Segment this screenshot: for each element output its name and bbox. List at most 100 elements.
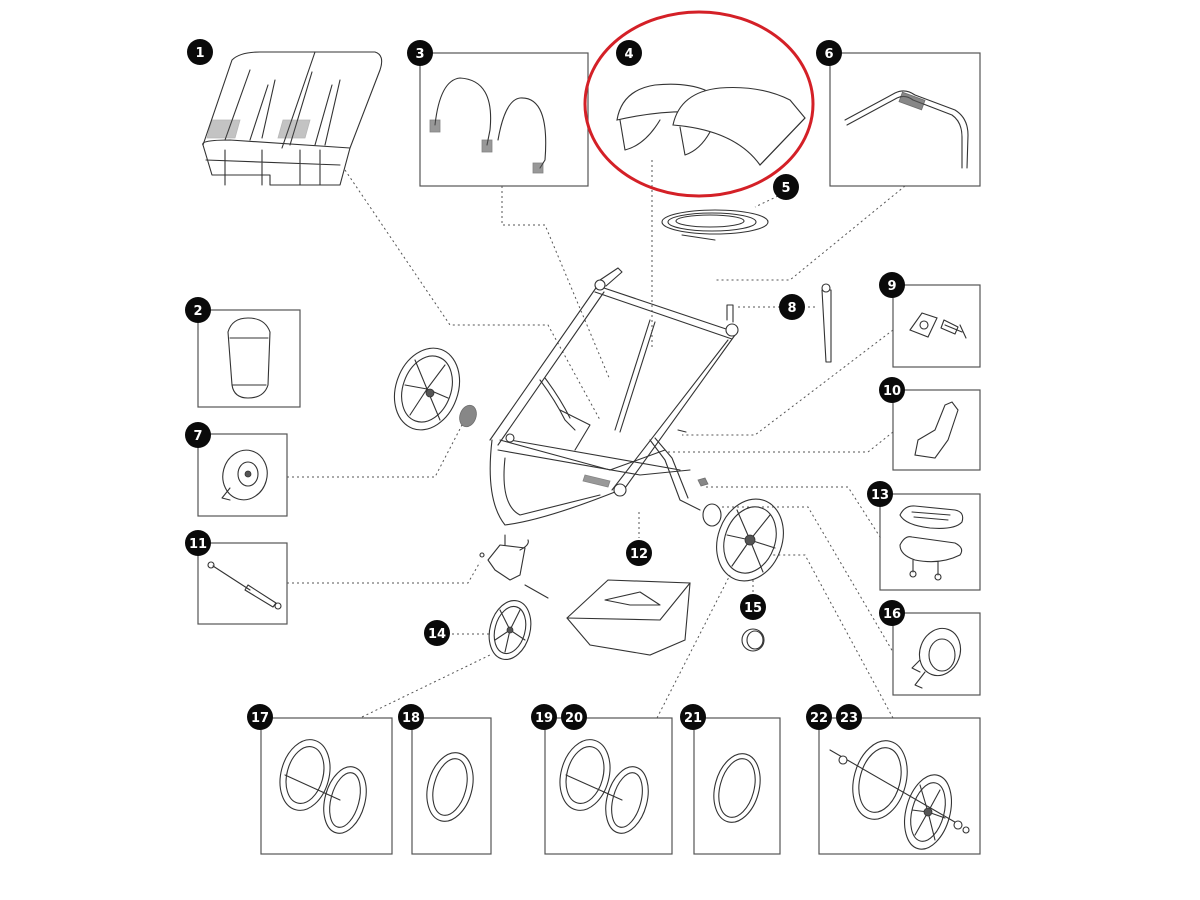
- badge-20[interactable]: 20: [561, 704, 587, 730]
- badge-12-label: 12: [630, 547, 648, 562]
- highlight-circle: [583, 10, 815, 198]
- part-16-box: [892, 612, 981, 696]
- badge-11-label: 11: [189, 537, 207, 552]
- leader-line-16: [722, 506, 894, 653]
- badge-15[interactable]: 15: [740, 594, 766, 620]
- part-2-seat-pad[interactable]: [197, 309, 301, 408]
- badge-2[interactable]: 2: [185, 297, 211, 323]
- part-10-box: [892, 389, 981, 471]
- badge-10[interactable]: 10: [879, 377, 905, 403]
- badge-9-label: 9: [887, 279, 896, 294]
- badge-13-label: 13: [871, 488, 889, 503]
- badge-13[interactable]: 13: [867, 481, 893, 507]
- part-18-tube[interactable]: [411, 717, 492, 855]
- part-9-nut-screw[interactable]: [892, 284, 981, 368]
- part-22-23-wheel-assembly[interactable]: [818, 717, 981, 855]
- badge-18[interactable]: 18: [398, 704, 424, 730]
- badge-3-label: 3: [415, 47, 424, 62]
- badge-19-label: 19: [535, 711, 553, 726]
- part-17-box: [260, 717, 393, 855]
- badge-8-label: 8: [787, 301, 796, 316]
- badge-21-label: 21: [684, 711, 702, 726]
- badge-17[interactable]: 17: [247, 704, 273, 730]
- badge-14[interactable]: 14: [424, 620, 450, 646]
- part-14-front-wheel[interactable]: [483, 596, 537, 664]
- part-21-tube[interactable]: [693, 717, 781, 855]
- part-10-clip[interactable]: [892, 389, 981, 471]
- badge-5[interactable]: 5: [773, 174, 799, 200]
- left-rear-wheel[interactable]: [384, 339, 480, 439]
- part-6-box: [829, 52, 981, 187]
- part-2-box: [197, 309, 301, 408]
- badge-22-label: 22: [810, 711, 828, 726]
- part-6-handlebar[interactable]: [829, 52, 981, 187]
- leader-line-19-20: [656, 574, 731, 719]
- part-badges: 1 2 3 4 5 6 7 8 9 10 11 12 13 14 15 16 1…: [185, 39, 905, 730]
- part-11-box: [197, 542, 288, 625]
- part-19-20-tire-and-tube[interactable]: [544, 717, 673, 855]
- part-7-hub[interactable]: [197, 433, 288, 517]
- frame-screw: [677, 429, 687, 433]
- badge-1-label: 1: [195, 46, 204, 61]
- part-12-basket[interactable]: [566, 579, 691, 656]
- badge-5-label: 5: [781, 181, 790, 196]
- badge-6-label: 6: [824, 47, 833, 62]
- leader-line-5: [754, 195, 779, 208]
- leader-line-11: [287, 561, 481, 584]
- part-22-23-box: [818, 717, 981, 855]
- part-15-hub-cap[interactable]: [741, 628, 765, 652]
- leader-line-22-23: [772, 554, 894, 719]
- right-rear-wheel[interactable]: [697, 477, 794, 590]
- badge-8[interactable]: 8: [779, 294, 805, 320]
- part-4-canopies[interactable]: [616, 83, 806, 166]
- leader-line-13: [706, 486, 883, 541]
- badge-7[interactable]: 7: [185, 422, 211, 448]
- badge-14-label: 14: [428, 627, 446, 642]
- part-3-box: [419, 52, 589, 187]
- leader-line-1: [344, 169, 601, 421]
- badge-16[interactable]: 16: [879, 600, 905, 626]
- badge-22[interactable]: 22: [806, 704, 832, 730]
- part-9-box: [892, 284, 981, 368]
- front-fork[interactable]: [479, 534, 549, 599]
- part-8-strap[interactable]: [821, 283, 832, 363]
- part-19-20-box: [544, 717, 673, 855]
- badge-16-label: 16: [883, 607, 901, 622]
- badge-11[interactable]: 11: [185, 530, 211, 556]
- badge-1[interactable]: 1: [187, 39, 213, 65]
- badge-23-label: 23: [840, 711, 858, 726]
- leader-lines: [287, 160, 906, 719]
- leader-line-9: [682, 329, 894, 436]
- badge-3[interactable]: 3: [407, 40, 433, 66]
- badge-21[interactable]: 21: [680, 704, 706, 730]
- leader-line-6: [716, 185, 906, 281]
- badge-20-label: 20: [565, 711, 583, 726]
- leader-line-3: [501, 186, 611, 381]
- part-18-box: [411, 717, 492, 855]
- leader-line-7: [287, 424, 463, 478]
- part-1-double-seat[interactable]: [202, 51, 383, 186]
- badge-9[interactable]: 9: [879, 272, 905, 298]
- part-21-box: [693, 717, 781, 855]
- badge-15-label: 15: [744, 601, 762, 616]
- part-11-axle-pin[interactable]: [197, 542, 288, 625]
- badge-23[interactable]: 23: [836, 704, 862, 730]
- part-5-cord[interactable]: [661, 209, 769, 241]
- badge-6[interactable]: 6: [816, 40, 842, 66]
- badge-2-label: 2: [193, 304, 202, 319]
- badge-12[interactable]: 12: [626, 540, 652, 566]
- badge-4-label: 4: [624, 47, 633, 62]
- leader-line-10: [668, 431, 894, 453]
- part-16-hub[interactable]: [892, 612, 981, 696]
- badge-4[interactable]: 4: [616, 40, 642, 66]
- part-3-canopy-wires[interactable]: [419, 52, 589, 187]
- badge-7-label: 7: [193, 429, 202, 444]
- part-13-brake-pedal[interactable]: [879, 493, 981, 591]
- part-13-box: [879, 493, 981, 591]
- part-17-tire-and-tube[interactable]: [260, 717, 393, 855]
- stroller-frame[interactable]: [489, 267, 739, 526]
- badge-18-label: 18: [402, 711, 420, 726]
- part-7-box: [197, 433, 288, 517]
- badge-19[interactable]: 19: [531, 704, 557, 730]
